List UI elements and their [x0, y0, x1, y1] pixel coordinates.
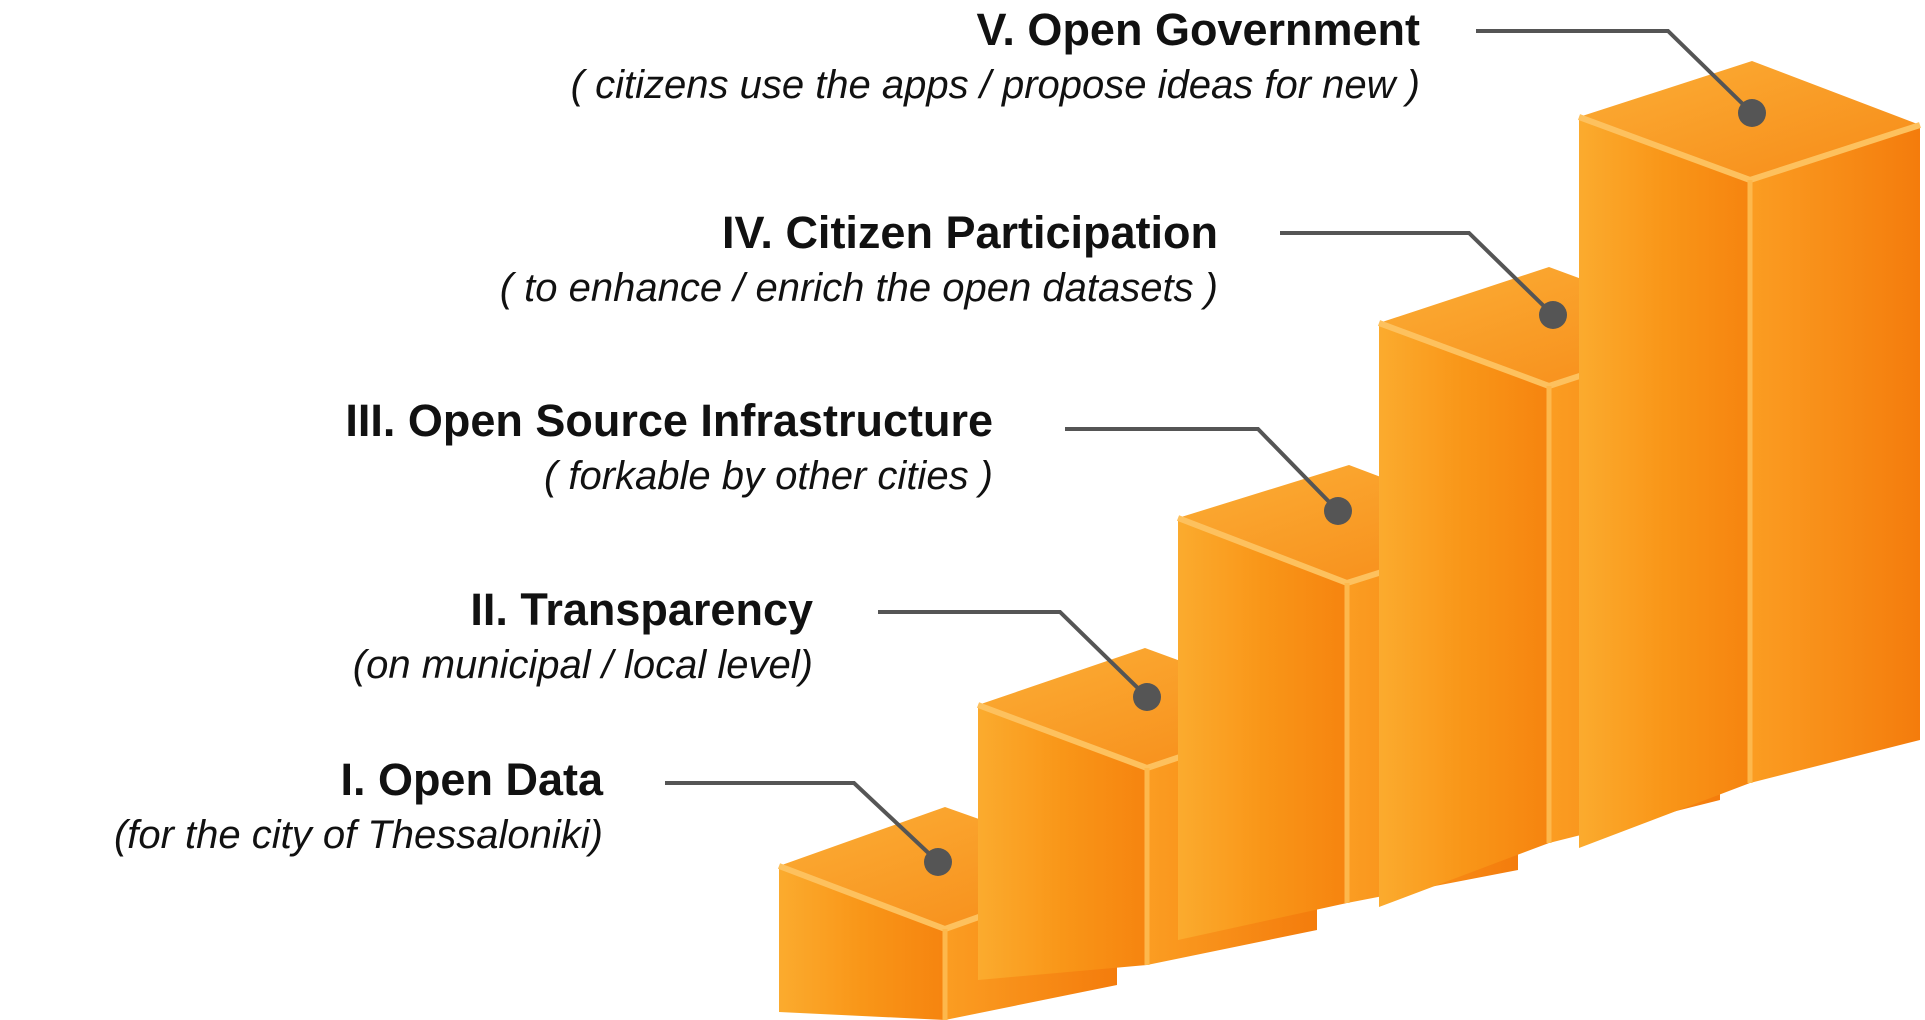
step-5-block-front — [1579, 117, 1750, 848]
step-2-title: II. Transparency — [470, 584, 813, 635]
step-4-connector-dot — [1539, 301, 1567, 329]
step-3-connector — [1065, 427, 1352, 525]
step-2-connector — [878, 610, 1161, 711]
step-3-connector-line — [1065, 427, 1340, 513]
step-3-subtitle: ( forkable by other cities ) — [543, 454, 993, 498]
step-5-label: V. Open Government ( citizens use the ap… — [571, 2, 1420, 112]
step-4-block-front — [1379, 323, 1549, 907]
step-1-connector-line — [665, 781, 940, 864]
step-1-title: I. Open Data — [340, 754, 603, 805]
step-4-connector — [1280, 231, 1567, 329]
step-5-connector-line — [1476, 29, 1754, 115]
step-4-label: IV. Citizen Participation ( to enhance /… — [500, 205, 1218, 315]
step-4-connector-line — [1280, 231, 1555, 317]
step-5-block-side — [1750, 125, 1920, 783]
step-5-connector-dot — [1738, 99, 1766, 127]
step-1-connector — [665, 781, 952, 876]
step-3-connector-dot — [1324, 497, 1352, 525]
step-3-block-front — [1178, 518, 1347, 940]
step-5-subtitle: ( citizens use the apps / propose ideas … — [570, 63, 1420, 107]
step-2-connector-line — [878, 610, 1149, 699]
step-4-title: IV. Citizen Participation — [722, 207, 1218, 258]
step-1-connector-dot — [924, 848, 952, 876]
step-2-label: II. Transparency (on municipal / local l… — [353, 582, 813, 692]
step-5-connector — [1476, 29, 1766, 127]
step-3-label: III. Open Source Infrastructure ( forkab… — [345, 393, 993, 503]
step-2-connector-dot — [1133, 683, 1161, 711]
step-1-block-front — [779, 866, 945, 1020]
step-3-title: III. Open Source Infrastructure — [345, 395, 993, 446]
step-1-label: I. Open Data (for the city of Thessaloni… — [114, 752, 603, 862]
step-5-block — [1577, 61, 1921, 848]
step-2-subtitle: (on municipal / local level) — [352, 643, 813, 687]
step-4-subtitle: ( to enhance / enrich the open datasets … — [499, 266, 1218, 310]
step-5-title: V. Open Government — [976, 4, 1420, 55]
step-1-subtitle: (for the city of Thessaloniki) — [113, 813, 603, 857]
step-2-block-front — [978, 705, 1147, 980]
